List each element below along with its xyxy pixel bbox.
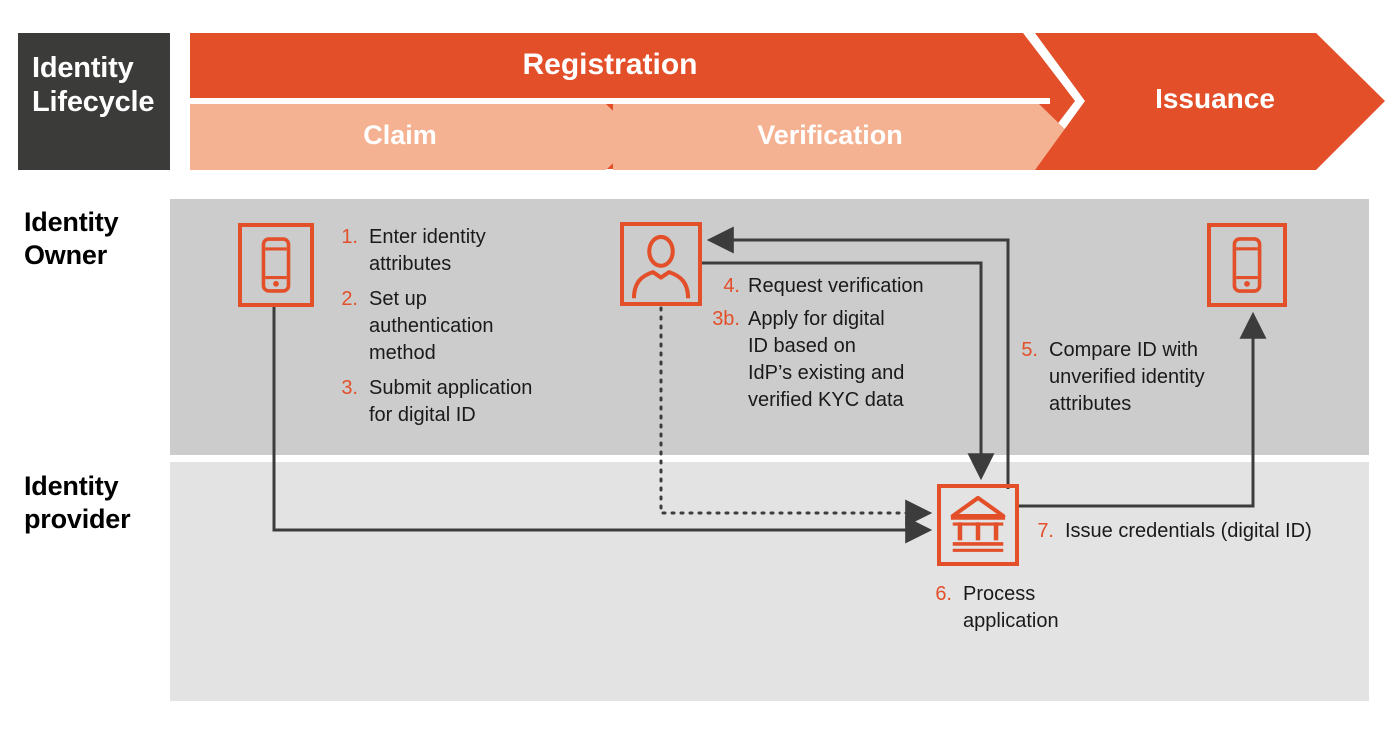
step-item: 1. Enter identity attributes xyxy=(332,224,582,278)
mobile-phone-icon xyxy=(1207,223,1287,307)
step-text: Issue credentials (digital ID) xyxy=(1065,520,1312,542)
step-item: 3b. Apply for digital ID based on IdP’s … xyxy=(706,306,966,414)
lane-provider-line1: Identity xyxy=(24,471,119,501)
lane-label-identity-provider: Identity provider xyxy=(24,470,131,536)
step-text: Request verification xyxy=(748,275,924,297)
step-number: 3. xyxy=(341,377,358,399)
identity-lifecycle-label: Identity Lifecycle xyxy=(18,33,170,170)
step-text: Set up authentication method xyxy=(369,288,494,364)
steps-verification-list: 4. Request verification 3b. Apply for di… xyxy=(706,273,966,420)
step-item: 3. Submit application for digital ID xyxy=(332,375,582,429)
lane-owner-line1: Identity xyxy=(24,207,119,237)
step-text: Process application xyxy=(963,583,1059,632)
step-text: Submit application for digital ID xyxy=(369,377,533,426)
steps-compare-list: 5. Compare ID with unverified identity a… xyxy=(1016,337,1246,418)
person-icon xyxy=(620,222,702,306)
step-item: 6. Process application xyxy=(930,581,1130,635)
lifecycle-title-line2: Lifecycle xyxy=(32,86,155,118)
step-number: 5. xyxy=(1021,339,1038,361)
claim-chevron xyxy=(190,104,640,170)
step-text: Enter identity attributes xyxy=(369,226,486,275)
lifecycle-title-line1: Identity xyxy=(32,52,134,84)
issuance-arrow xyxy=(1035,33,1385,170)
lifecycle-band xyxy=(190,33,1385,170)
band-row-divider xyxy=(190,98,1050,104)
verification-chevron xyxy=(613,104,1073,170)
steps-issue-list: 7. Issue credentials (digital ID) xyxy=(1032,518,1362,545)
step-number: 1. xyxy=(341,226,358,248)
mobile-phone-icon xyxy=(238,223,314,307)
step-item: 4. Request verification xyxy=(706,273,966,300)
step-number: 4. xyxy=(723,275,740,297)
step-item: 2. Set up authentication method xyxy=(332,286,582,367)
step-text: Compare ID with unverified identity attr… xyxy=(1049,339,1205,415)
step-number: 6. xyxy=(935,583,952,605)
steps-process-list: 6. Process application xyxy=(930,581,1130,635)
swimlane-identity-provider xyxy=(170,462,1369,701)
lane-label-identity-owner: Identity Owner xyxy=(24,206,119,272)
bank-institution-icon xyxy=(937,484,1019,566)
steps-claim-list: 1. Enter identity attributes 2. Set up a… xyxy=(332,224,582,437)
step-item: 7. Issue credentials (digital ID) xyxy=(1032,518,1362,545)
step-item: 5. Compare ID with unverified identity a… xyxy=(1016,337,1246,418)
step-number: 2. xyxy=(341,288,358,310)
lane-owner-line2: Owner xyxy=(24,240,108,270)
step-number: 3b. xyxy=(712,308,740,330)
step-text: Apply for digital ID based on IdP’s exis… xyxy=(748,308,905,411)
lane-provider-line2: provider xyxy=(24,504,131,534)
step-number: 7. xyxy=(1037,520,1054,542)
